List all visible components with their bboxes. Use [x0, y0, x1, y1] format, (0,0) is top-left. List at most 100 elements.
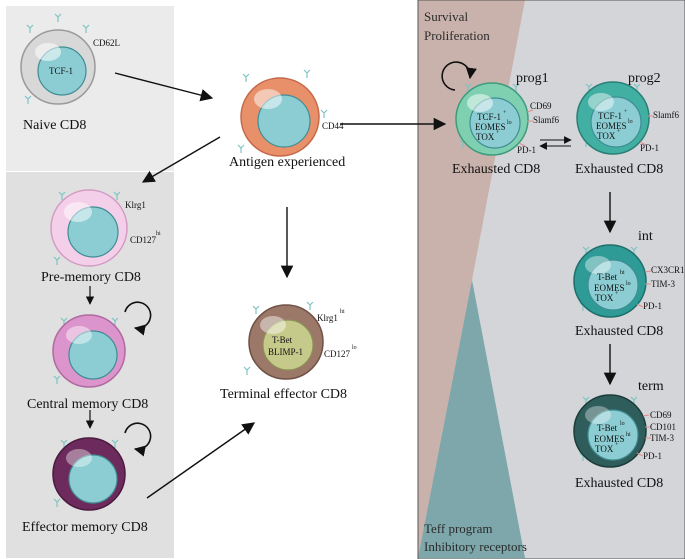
self-renewal-loop-prog1	[441, 61, 477, 91]
prog2-marker-pd1: PD-1	[640, 143, 659, 153]
term-marker-cd101: CD101	[650, 422, 676, 432]
antigen-label: Antigen experienced	[229, 155, 345, 170]
teff-wedge	[418, 280, 525, 558]
antigen-receptors	[237, 69, 328, 153]
prog1-n1-sup: +	[503, 110, 507, 116]
prog1-marker-cd69: CD69	[530, 101, 552, 111]
term-marker-pd1: PD-1	[643, 451, 662, 461]
central-cell: Central memory CD8	[27, 314, 148, 412]
int-marker-ticks	[636, 270, 652, 308]
term-n3: TOX	[595, 444, 614, 454]
prog2-marker-ticks	[639, 115, 654, 146]
premem-highlight	[64, 202, 92, 222]
prog2-n1-sup: +	[624, 109, 628, 115]
terminal-marker-cd127: CD127	[324, 349, 351, 359]
teff-program-label: Teff program	[424, 521, 493, 536]
term-n2-sup: hi	[626, 432, 631, 438]
prog1-marker-slamf6: Slamf6	[533, 115, 559, 125]
term-n3-sup: +	[615, 442, 619, 448]
term-n2: EOMES	[594, 434, 625, 444]
terminal-marker-klrg1-sup: hi	[340, 309, 345, 315]
prog1-n2: EOMES	[475, 122, 506, 132]
premem-marker-klrg1: Klrg1	[125, 200, 146, 210]
int-marker-cx3cr1: CX3CR1	[651, 265, 685, 275]
term-nucleus	[587, 409, 639, 461]
prog1-highlight	[467, 94, 493, 112]
naive-marker-cd62l: CD62L	[93, 38, 120, 48]
naive-highlight	[35, 43, 61, 61]
prog1-marker-pd1: PD-1	[517, 145, 536, 155]
int-label: Exhausted CD8	[575, 324, 663, 339]
premem-marker-cd127-sup: hi	[156, 231, 161, 237]
term-label: Exhausted CD8	[575, 476, 663, 491]
naive-label: Naive CD8	[23, 118, 86, 133]
inhibitory-receptors-label: Inhibitory receptors	[424, 539, 527, 554]
self-renewal-loop-effmem	[124, 422, 152, 457]
self-renewal-loop-central	[124, 301, 152, 336]
terminal-highlight	[260, 316, 286, 334]
central-label: Central memory CD8	[27, 397, 148, 412]
term-marker-tim3: TIM-3	[650, 433, 674, 443]
premem-marker-cd127: CD127	[130, 235, 157, 245]
int-n3: TOX	[595, 293, 614, 303]
prog2-title: prog2	[628, 71, 661, 86]
prog1-n3: TOX	[476, 132, 495, 142]
prog1-n3-sup: +	[496, 130, 500, 136]
antigen-highlight	[254, 89, 282, 109]
int-n2: EOMES	[594, 283, 625, 293]
arrow-effmem-to-terminal	[146, 422, 256, 499]
terminal-label: Terminal effector CD8	[220, 387, 347, 402]
int-nucleus	[587, 259, 639, 311]
prog2-n2: EOMES	[596, 121, 627, 131]
term-highlight	[585, 406, 611, 424]
terminal-nucleus-tbet: T-Bet	[272, 335, 293, 345]
term-cell: T-Bet lo EOMES hi TOX + CD69 CD101 TIM-3…	[573, 379, 676, 491]
int-n1: T-Bet	[597, 272, 618, 282]
prog1-marker-ticks	[518, 109, 534, 147]
prog1-n2-sup: lo	[507, 120, 512, 126]
premem-label: Pre-memory CD8	[41, 270, 141, 285]
term-receptors	[579, 396, 638, 461]
effmem-nucleus	[68, 454, 118, 504]
antigen-cell: CD44 Antigen experienced	[229, 69, 345, 170]
prog2-highlight	[588, 93, 614, 111]
premem-cell: Klrg1 CD127 hi Pre-memory CD8	[41, 189, 161, 285]
prog2-n1: TCF-1	[598, 111, 622, 121]
prog2-marker-slamf6: Slamf6	[653, 110, 679, 120]
int-n2-sup: lo	[626, 281, 631, 287]
int-n3-sup: +	[615, 291, 619, 297]
naive-receptors	[24, 13, 90, 104]
terminal-marker-cd127-sup: lo	[352, 345, 357, 351]
terminal-nucleus	[262, 319, 314, 371]
terminal-cell: T-Bet BLIMP-1 Klrg1 hi CD127 lo Terminal…	[220, 301, 357, 402]
central-nucleus	[68, 330, 118, 380]
term-n1: T-Bet	[597, 423, 618, 433]
term-title: term	[638, 379, 664, 394]
term-n1-sup: lo	[620, 421, 625, 427]
antigen-marker-cd44: CD44	[322, 121, 344, 131]
int-highlight	[585, 256, 611, 274]
effmem-label: Effector memory CD8	[22, 520, 148, 535]
term-marker-cd69: CD69	[650, 410, 672, 420]
int-cell: T-Bet hi EOMES lo TOX + CX3CR1 TIM-3 PD-…	[573, 229, 685, 339]
int-marker-tim3: TIM-3	[651, 279, 675, 289]
prog2-n3: TOX	[597, 131, 616, 141]
prog2-n3-sup: +	[617, 129, 621, 135]
prog2-n2-sup: lo	[628, 119, 633, 125]
prog1-title: prog1	[516, 71, 549, 86]
survival-label: Survival	[424, 9, 468, 24]
terminal-nucleus-blimp1: BLIMP-1	[268, 347, 303, 357]
central-highlight	[66, 326, 92, 344]
arrow-antigen-to-premem	[141, 136, 221, 183]
prog1-label: Exhausted CD8	[452, 162, 540, 177]
prog2-cell: TCF-1 + EOMES lo TOX + Slamf6 PD-1 prog2…	[575, 71, 679, 177]
prog1-n1: TCF-1	[477, 112, 501, 122]
terminal-marker-klrg1: Klrg1	[317, 313, 338, 323]
int-n1-sup: hi	[620, 270, 625, 276]
arrow-naive-to-antigen	[114, 72, 214, 102]
effmem-highlight	[66, 449, 92, 467]
naive-cell: TCF-1 CD62L Naive CD8	[20, 13, 120, 133]
prog2-label: Exhausted CD8	[575, 162, 663, 177]
